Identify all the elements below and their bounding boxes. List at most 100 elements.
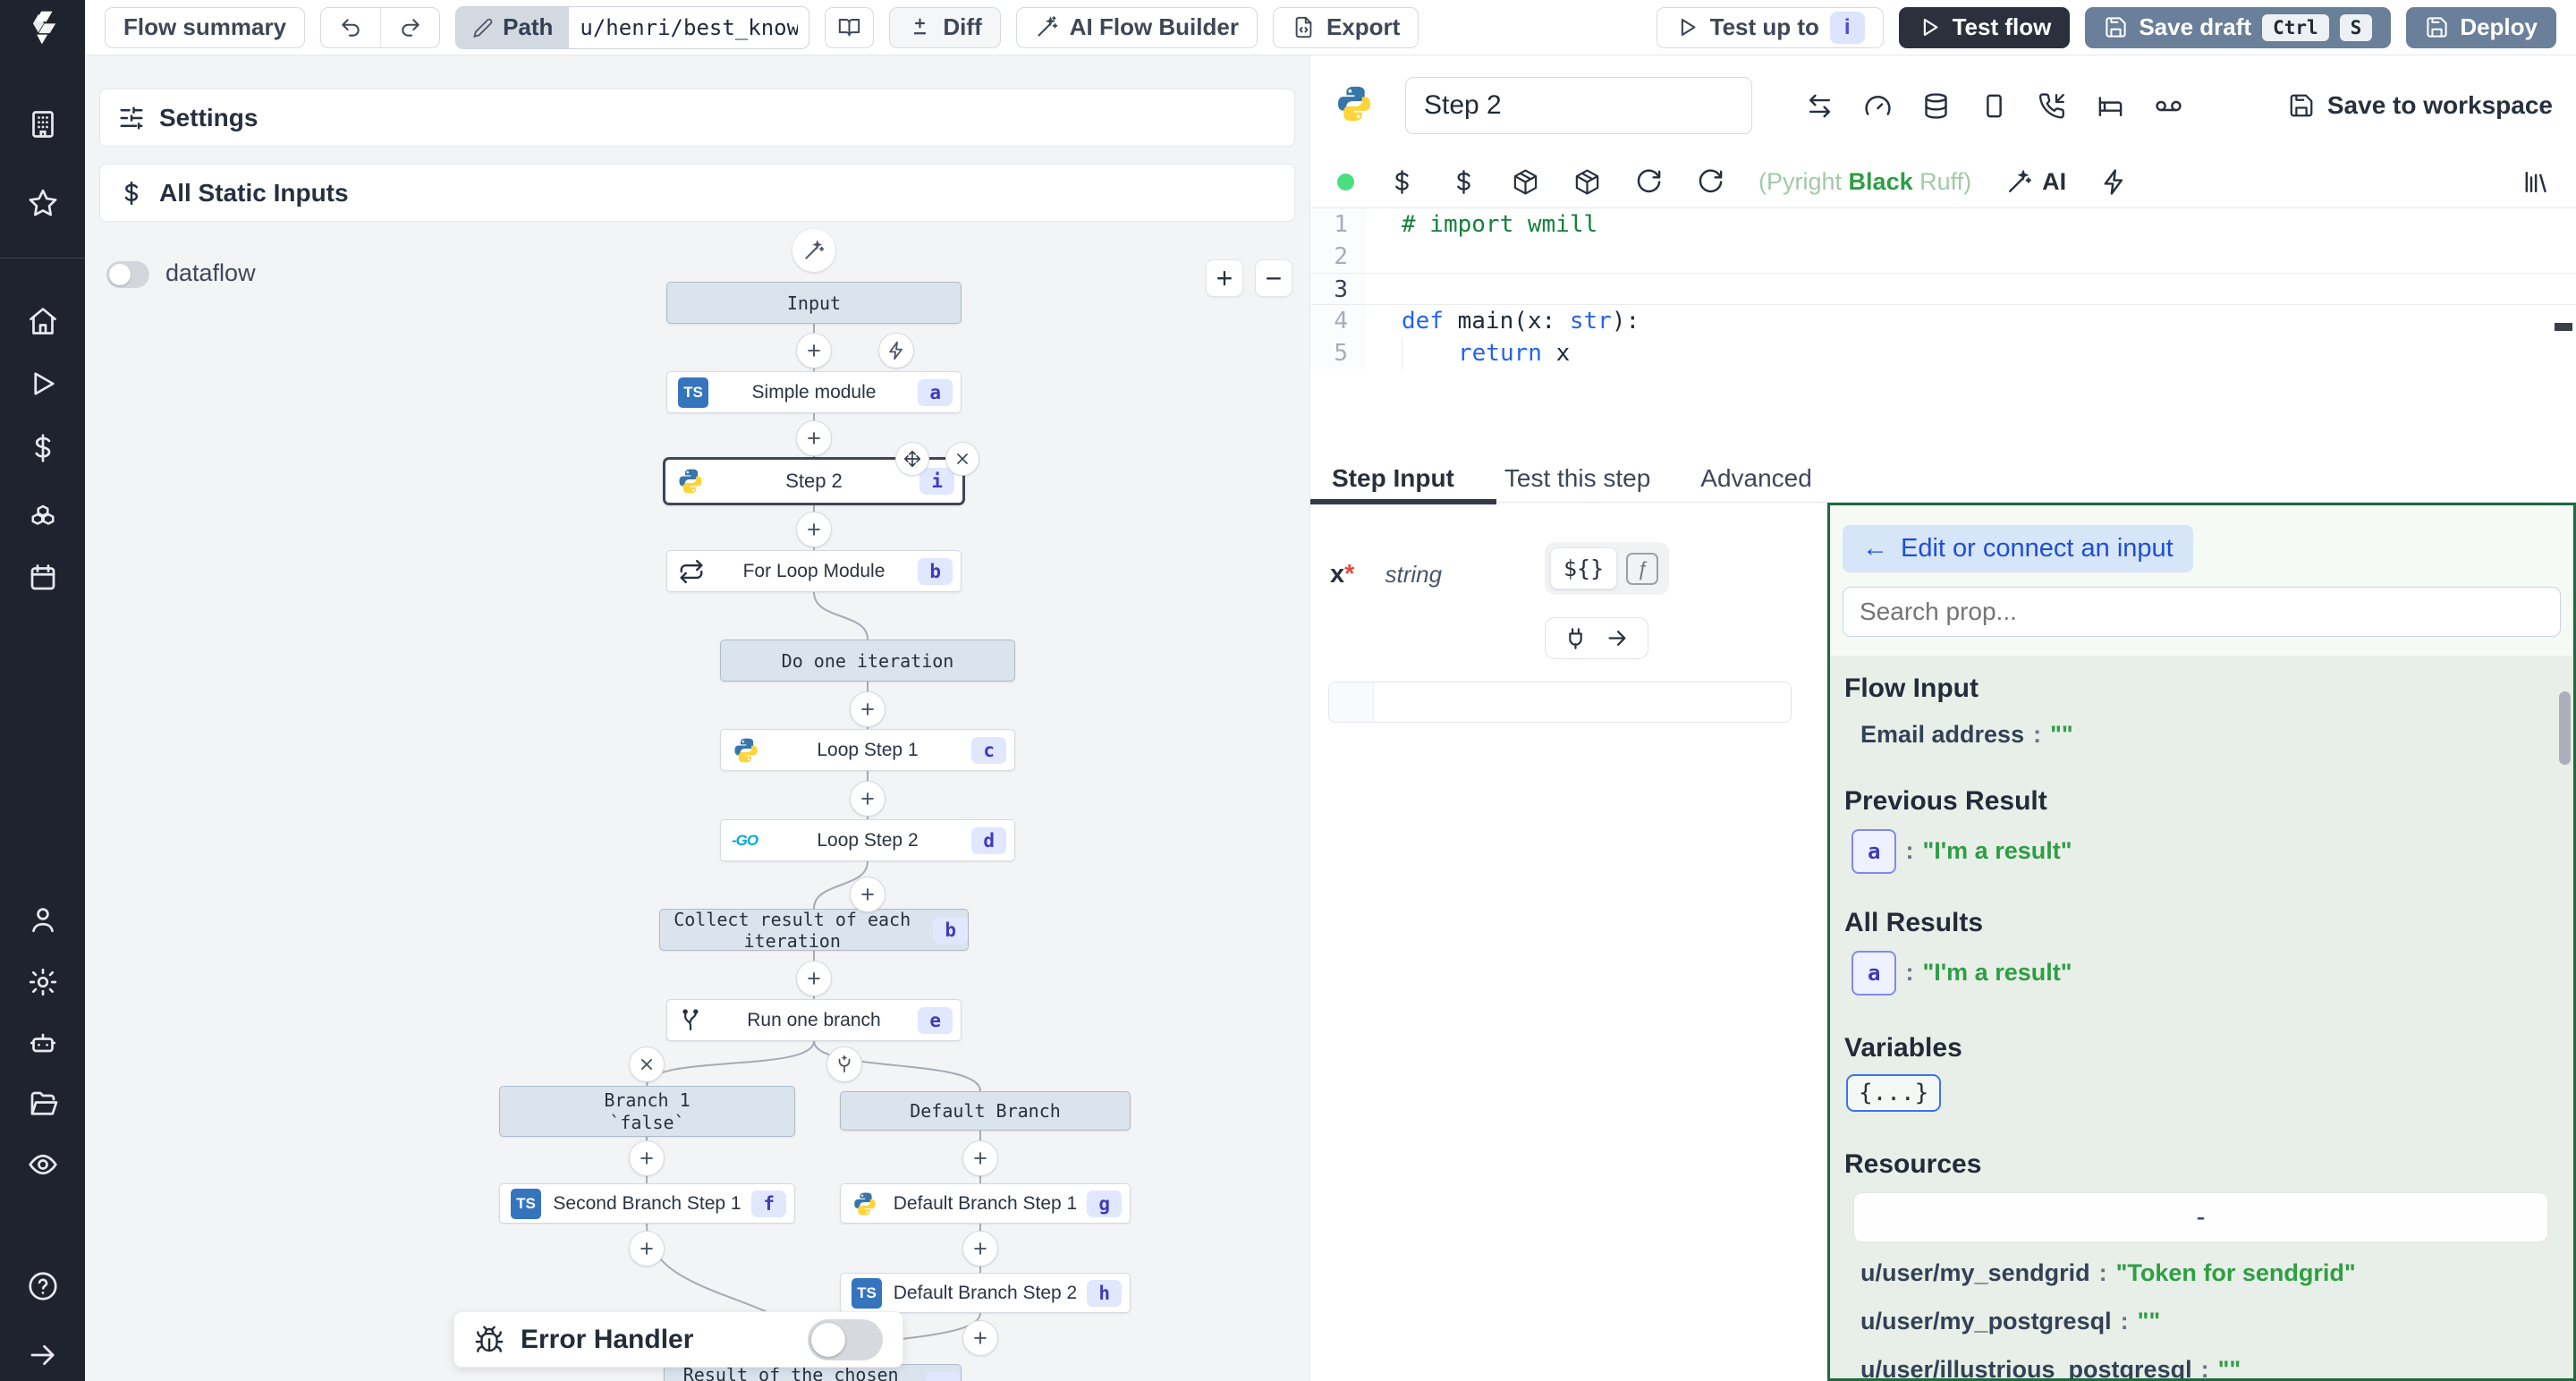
bed-icon[interactable] [2097, 92, 2124, 120]
path-input[interactable] [569, 7, 809, 48]
insert-step-button[interactable]: + [850, 877, 886, 912]
prop-search-input[interactable] [1843, 587, 2561, 637]
reload-icon[interactable] [1697, 168, 1724, 196]
flow-node-run-one-branch[interactable]: Run one branch e [666, 999, 962, 1041]
remove-branch-button[interactable] [629, 1046, 665, 1082]
move-step-handle[interactable] [895, 442, 929, 476]
redo-button[interactable] [380, 8, 439, 47]
flow-node-simple-module[interactable]: TS Simple module a [666, 371, 962, 413]
prop-row[interactable]: a:"I'm a result" [1852, 829, 2573, 874]
library-icon[interactable] [2521, 168, 2549, 196]
sidebar-item-users[interactable] [27, 903, 59, 936]
resource-row[interactable]: u/user/illustrious_postgresql:"" [1860, 1351, 2573, 1378]
export-button[interactable]: Export [1273, 7, 1419, 48]
diff-button[interactable]: Diff [889, 7, 1000, 48]
insert-step-button[interactable]: + [796, 961, 832, 996]
plug-icon[interactable] [1563, 626, 1588, 650]
test-flow-button[interactable]: Test flow [1899, 7, 2071, 48]
insert-step-button[interactable]: + [796, 512, 832, 547]
dollar-icon[interactable] [1388, 168, 1416, 196]
sidebar-item-audit-logs[interactable] [27, 1148, 59, 1181]
tab-test-this-step[interactable]: Test this step [1504, 464, 1650, 493]
flow-node-second-branch-step-1[interactable]: TS Second Branch Step 1 f [499, 1183, 795, 1224]
sidebar-item-workers[interactable] [27, 1027, 59, 1059]
expand-sidebar-icon[interactable] [27, 1339, 59, 1371]
insert-step-button[interactable]: + [962, 1231, 998, 1267]
tab-advanced[interactable]: Advanced [1700, 464, 1812, 493]
gauge-icon[interactable] [1864, 92, 1892, 120]
zap-icon[interactable] [2100, 168, 2128, 196]
flow-node-default-branch[interactable]: Default Branch [840, 1091, 1131, 1131]
deploy-button[interactable]: Deploy [2406, 7, 2556, 48]
undo-button[interactable] [321, 8, 380, 47]
voicemail-icon[interactable] [2155, 92, 2182, 120]
add-trigger-button[interactable] [878, 333, 914, 369]
insert-step-button[interactable]: + [962, 1140, 998, 1176]
sidebar-item-runs[interactable] [27, 368, 59, 400]
resource-row[interactable]: u/user/my_sendgrid:"Token for sendgrid" [1860, 1255, 2573, 1291]
code-editor[interactable]: 1# import wmill 2 3 4def main(x: str): 5… [1310, 208, 2576, 449]
flow-node-input[interactable]: Input [666, 282, 962, 324]
prop-row[interactable]: Email address:"" [1860, 716, 2573, 752]
flow-node-for-loop[interactable]: For Loop Module b [666, 550, 962, 592]
function-mode-button[interactable]: ƒ [1626, 553, 1658, 585]
insert-step-button[interactable]: + [850, 781, 886, 817]
argument-row[interactable]: x* string [1330, 560, 1442, 589]
docs-button[interactable] [825, 7, 874, 48]
tab-step-input[interactable]: Step Input [1332, 464, 1454, 493]
insert-step-button[interactable]: + [850, 691, 886, 727]
phone-incoming-icon[interactable] [2038, 92, 2066, 120]
template-mode-button[interactable]: ${} [1550, 547, 1617, 589]
windmill-logo-icon[interactable] [22, 7, 64, 53]
sidebar-item-folders[interactable] [27, 1088, 59, 1120]
flow-node-loop-step-2[interactable]: -GO Loop Step 2 d [720, 819, 1015, 861]
sidebar-item-settings[interactable] [27, 966, 59, 998]
swap-arrows-icon[interactable] [1806, 92, 1834, 120]
favorites-star-icon[interactable] [27, 187, 59, 219]
delete-step-button[interactable] [945, 442, 979, 476]
edit-or-connect-pill[interactable]: ← Edit or connect an input [1843, 525, 2193, 572]
test-up-to-button[interactable]: Test up to i [1657, 7, 1884, 48]
dollar-icon[interactable] [1450, 168, 1478, 196]
save-to-workspace-button[interactable]: Save to workspace [2288, 91, 2553, 120]
sidebar-item-home[interactable] [27, 305, 59, 337]
reload-icon[interactable] [1635, 168, 1663, 196]
save-draft-button[interactable]: Save draft Ctrl S [2085, 7, 2391, 48]
sidebar-item-variables[interactable] [27, 432, 59, 464]
error-handler-toggle[interactable] [808, 1319, 883, 1360]
argument-value-input[interactable] [1328, 682, 1792, 723]
help-icon[interactable] [27, 1270, 59, 1302]
step-name-input[interactable] [1405, 77, 1752, 134]
insert-step-button[interactable]: + [796, 333, 832, 369]
arrow-right-icon[interactable] [1606, 626, 1630, 650]
variables-object-badge[interactable]: {...} [1846, 1074, 1941, 1112]
sidebar-item-resources[interactable] [27, 497, 59, 530]
flow-node-default-branch-step-2[interactable]: TS Default Branch Step 2 h [840, 1273, 1131, 1313]
workspace-icon[interactable] [27, 108, 59, 140]
add-branch-button[interactable] [826, 1046, 862, 1082]
ai-flow-builder-button[interactable]: AI Flow Builder [1016, 7, 1258, 48]
insert-step-button[interactable]: + [629, 1140, 665, 1176]
resource-type-select[interactable]: - [1853, 1192, 2548, 1242]
resource-row[interactable]: u/user/my_postgresql:"" [1860, 1303, 2573, 1339]
insert-step-button[interactable]: + [796, 420, 832, 456]
insert-step-button[interactable]: + [962, 1320, 998, 1356]
database-icon[interactable] [1922, 92, 1950, 120]
insert-step-button[interactable]: + [629, 1231, 665, 1267]
package-icon[interactable] [1512, 168, 1539, 196]
flow-node-default-branch-step-1[interactable]: Default Branch Step 1 g [840, 1183, 1131, 1224]
flow-node-do-one-iteration[interactable]: Do one iteration [720, 640, 1015, 682]
package-icon[interactable] [1573, 168, 1601, 196]
mobile-frame-icon[interactable] [1980, 92, 2008, 120]
prop-row[interactable]: a:"I'm a result" [1852, 951, 2573, 996]
sidebar [0, 0, 85, 1381]
sidebar-item-schedules[interactable] [27, 562, 59, 594]
flow-summary-button[interactable]: Flow summary [105, 7, 305, 48]
code-assistants-status[interactable]: (Pyright Black Ruff) [1758, 168, 1971, 196]
flow-node-branch-1[interactable]: Branch 1 `false` [499, 1086, 795, 1137]
scrollbar-thumb[interactable] [2559, 691, 2571, 765]
ai-assistant-button[interactable]: AI [2005, 168, 2066, 196]
ai-suggest-node-button[interactable] [792, 229, 835, 272]
flow-node-collect-result[interactable]: Collect result of each iteration b [659, 909, 969, 951]
flow-node-loop-step-1[interactable]: Loop Step 1 c [720, 729, 1015, 771]
